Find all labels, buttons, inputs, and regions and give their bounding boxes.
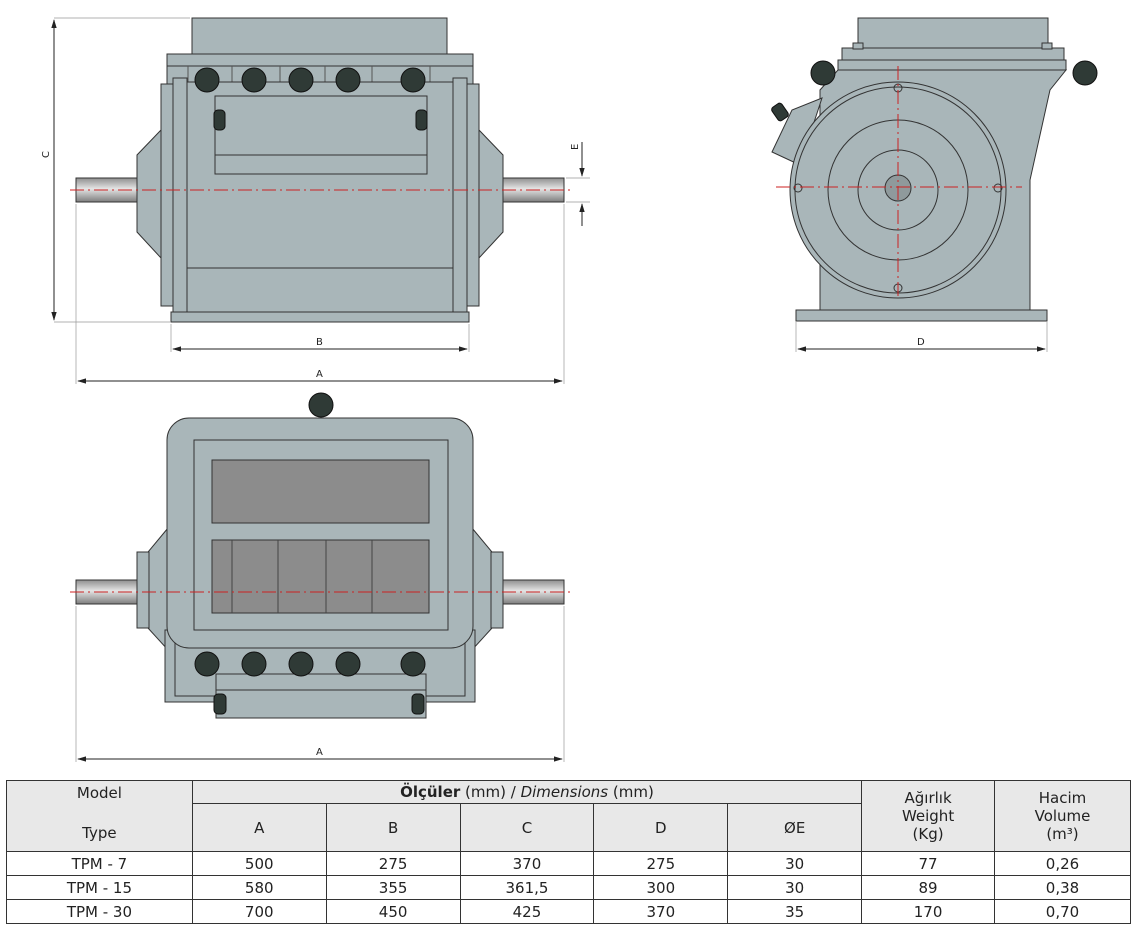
header-col-d: D: [593, 803, 729, 852]
header-col-e: ØE: [727, 803, 863, 852]
dim-label-b: B: [316, 337, 323, 348]
header-volume: Hacim Volume (m³): [994, 780, 1131, 852]
cell-b: 450: [325, 899, 461, 924]
header-col-c: C: [459, 803, 595, 852]
spec-table: Model Type Ölçüler (mm) / Dimensions (mm…: [6, 779, 1131, 924]
header-col-a: A: [191, 803, 327, 852]
cell-model: TPM - 7: [6, 851, 193, 876]
header-model-type: Model Type: [6, 780, 193, 852]
cell-model: TPM - 30: [6, 899, 193, 924]
clamp-knobs: [194, 67, 428, 131]
header-volume-tr: Hacim: [1038, 789, 1087, 807]
side-view: [771, 17, 1068, 322]
header-dimensions: Ölçüler (mm) / Dimensions (mm): [191, 779, 863, 805]
cell-c: 370: [459, 851, 595, 876]
header-volume-unit: (m³): [1046, 825, 1079, 843]
cell-d: 370: [593, 899, 729, 924]
header-dims-italic: Dimensions: [520, 783, 609, 802]
header-dims-bold: Ölçüler: [400, 783, 461, 802]
cell-e: 30: [727, 875, 863, 900]
header-col-b: B: [325, 803, 461, 852]
dimension-lines: [51, 17, 590, 384]
cell-a: 700: [191, 899, 327, 924]
table-row: TPM - 15 580 355 361,5 300 30 89 0,38: [6, 875, 1131, 900]
cell-d: 275: [593, 851, 729, 876]
header-model: Model: [76, 784, 122, 802]
cell-weight: 77: [861, 851, 996, 876]
cell-volume: 0,70: [994, 899, 1131, 924]
top-view: [136, 417, 504, 719]
header-dims-mm1: (mm) /: [460, 783, 521, 802]
table-row: TPM - 30 700 450 425 370 35 170 0,70: [6, 899, 1131, 924]
header-volume-en: Volume: [1034, 807, 1091, 825]
header-dims-mm2: (mm): [608, 783, 654, 802]
header-weight-en: Weight: [901, 807, 955, 825]
cell-b: 275: [325, 851, 461, 876]
cell-weight: 170: [861, 899, 996, 924]
cell-e: 35: [727, 899, 863, 924]
cell-e: 30: [727, 851, 863, 876]
dim-label-d: D: [917, 337, 925, 348]
cell-c: 361,5: [459, 875, 595, 900]
front-view: [136, 17, 504, 323]
dim-label-e: E: [570, 144, 581, 150]
cell-volume: 0,38: [994, 875, 1131, 900]
cell-b: 355: [325, 875, 461, 900]
cell-model: TPM - 15: [6, 875, 193, 900]
header-weight-tr: Ağırlık: [904, 789, 952, 807]
cell-c: 425: [459, 899, 595, 924]
table-row: TPM - 7 500 275 370 275 30 77 0,26: [6, 851, 1131, 876]
header-weight-unit: (Kg): [912, 825, 944, 843]
dim-label-a-bottom: A: [316, 747, 323, 758]
cell-d: 300: [593, 875, 729, 900]
cell-a: 500: [191, 851, 327, 876]
header-type: Type: [82, 824, 117, 842]
cell-a: 580: [191, 875, 327, 900]
dim-label-a-top: A: [316, 369, 323, 380]
cell-weight: 89: [861, 875, 996, 900]
cell-volume: 0,26: [994, 851, 1131, 876]
dim-label-c: C: [41, 151, 52, 158]
header-weight: Ağırlık Weight (Kg): [861, 780, 996, 852]
technical-drawing: C B A E D: [41, 17, 1098, 762]
